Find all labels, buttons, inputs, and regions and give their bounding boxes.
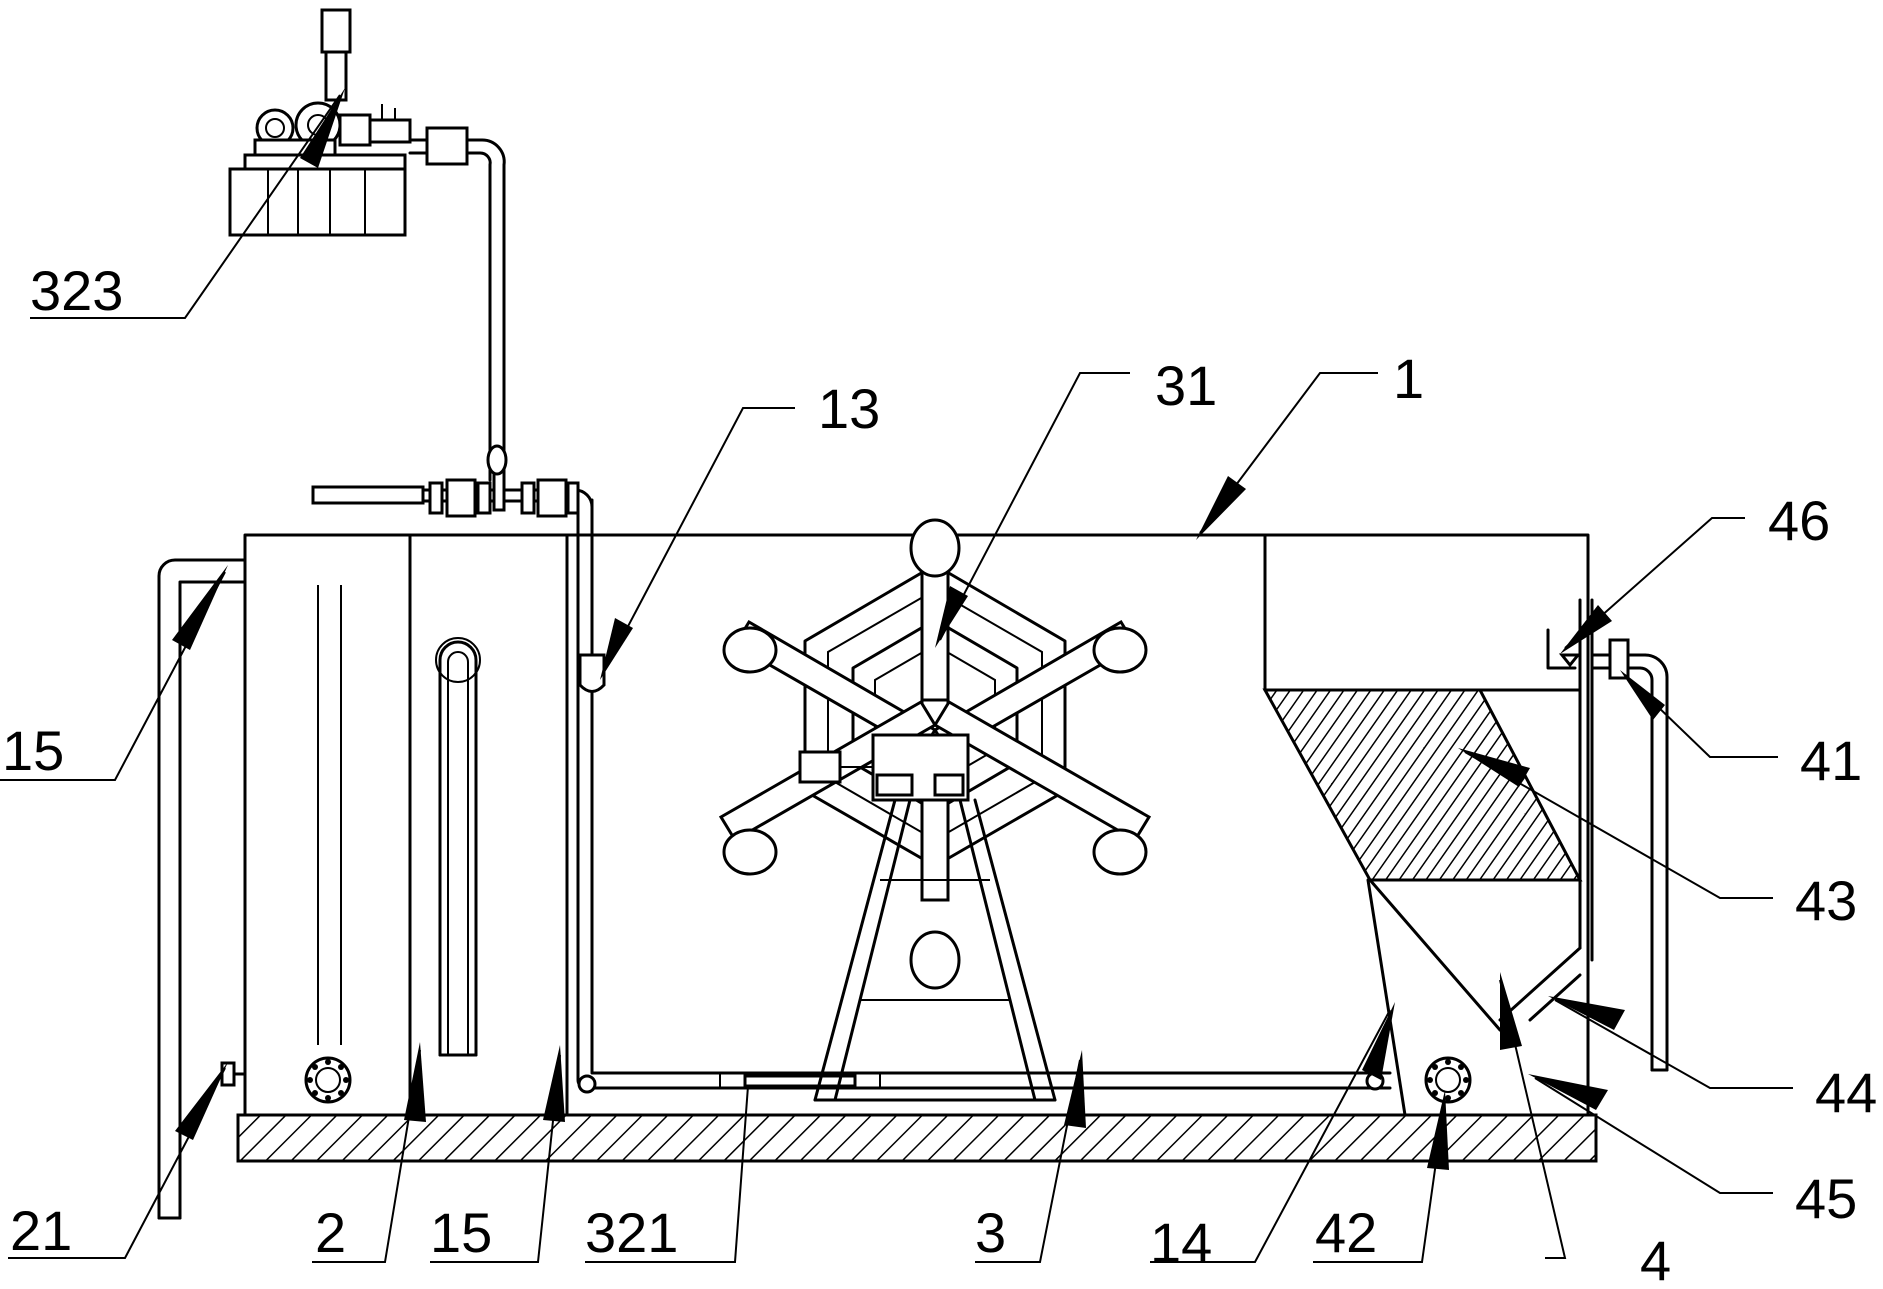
leader-321 bbox=[585, 1085, 749, 1263]
leader-43 bbox=[1464, 751, 1773, 899]
feed-pipe bbox=[576, 498, 1392, 1094]
header-pipe bbox=[311, 468, 594, 522]
leader-1 bbox=[1199, 372, 1378, 534]
label-43: 43 bbox=[1795, 869, 1857, 932]
suction-cups bbox=[722, 518, 1148, 990]
inclined-plates bbox=[1262, 688, 1583, 882]
drain-flange bbox=[1424, 1056, 1472, 1104]
leader-45 bbox=[1534, 1077, 1773, 1194]
outlet-pipe bbox=[1546, 628, 1669, 1072]
label-2: 2 bbox=[315, 1201, 346, 1264]
mixing-chamber bbox=[304, 585, 481, 1104]
ground-base bbox=[236, 1113, 1598, 1163]
label-321: 321 bbox=[585, 1201, 678, 1264]
frame-arms bbox=[718, 531, 1152, 902]
leader-46 bbox=[1564, 517, 1745, 649]
riser-pipe bbox=[408, 126, 508, 482]
leader-14 bbox=[1150, 1009, 1391, 1263]
leader-41 bbox=[1624, 674, 1778, 758]
label-41: 41 bbox=[1800, 729, 1862, 792]
label-13: 13 bbox=[818, 377, 880, 440]
leader-3 bbox=[975, 1059, 1081, 1263]
label-21: 21 bbox=[10, 1199, 72, 1262]
label-4: 4 bbox=[1640, 1229, 1671, 1289]
rotating-frame bbox=[718, 518, 1152, 990]
label-46: 46 bbox=[1768, 489, 1830, 552]
settling-compartment bbox=[1262, 533, 1594, 1117]
leader-4 bbox=[1499, 979, 1567, 1259]
label-42: 42 bbox=[1315, 1201, 1377, 1264]
leader-15-bottom bbox=[430, 1054, 561, 1263]
nozzle bbox=[578, 653, 606, 693]
leader-323 bbox=[30, 94, 341, 319]
support-stand bbox=[813, 798, 1057, 1102]
leader-2 bbox=[312, 1049, 421, 1263]
label-31: 31 bbox=[1155, 354, 1217, 417]
motor-box bbox=[798, 750, 842, 784]
label-44: 44 bbox=[1815, 1061, 1877, 1124]
leader-lines bbox=[0, 88, 1793, 1263]
leader-44 bbox=[1554, 999, 1793, 1089]
label-323: 323 bbox=[30, 259, 123, 322]
reference-numerals: 323 13 31 1 46 15 41 43 44 45 21 2 15 32… bbox=[2, 259, 1877, 1289]
label-14: 14 bbox=[1150, 1211, 1212, 1274]
label-15-left: 15 bbox=[2, 719, 64, 782]
label-15-bottom: 15 bbox=[430, 1201, 492, 1264]
leader-31 bbox=[939, 372, 1130, 641]
label-1: 1 bbox=[1393, 347, 1424, 410]
leader-13 bbox=[604, 407, 795, 671]
return-pipe-left bbox=[157, 558, 247, 1220]
label-3: 3 bbox=[975, 1201, 1006, 1264]
label-45: 45 bbox=[1795, 1167, 1857, 1230]
